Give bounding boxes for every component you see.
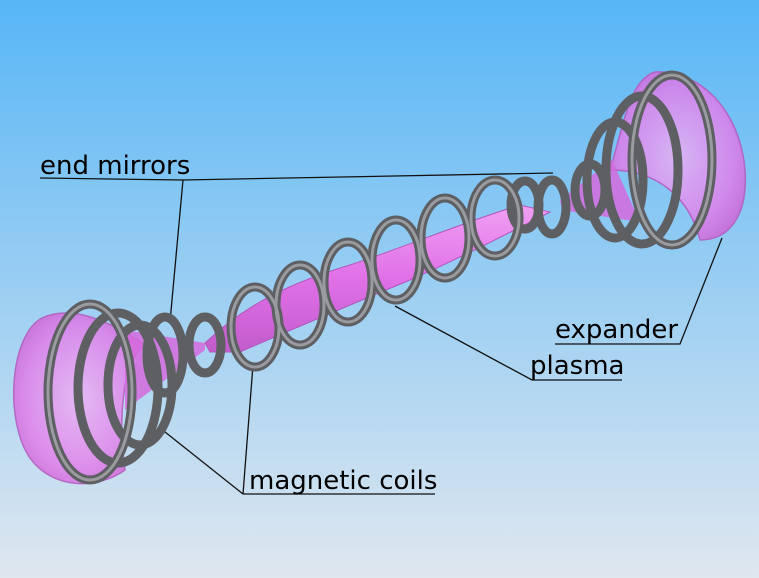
coil-highlight: [370, 218, 422, 302]
leader-line-end-mirrors-right: [182, 172, 554, 181]
coil: [184, 312, 226, 378]
leader-lines: [39, 172, 723, 495]
coil-highlights: [46, 73, 714, 482]
leader-line-plasma: [394, 305, 622, 381]
coil-highlight: [46, 302, 134, 482]
label-expander: expander: [555, 315, 678, 345]
coil-highlight: [419, 196, 471, 280]
coil: [533, 175, 571, 239]
label-end-mirrors: end mirrors: [40, 151, 190, 181]
left-mirror-coils: [142, 312, 226, 398]
coils: [43, 70, 717, 485]
coil-highlight: [469, 178, 521, 258]
coil-highlight: [630, 73, 714, 247]
leader-line-expander: [555, 237, 723, 345]
label-magnetic-coils: magnetic coils: [249, 466, 437, 496]
label-plasma: plasma: [530, 351, 624, 381]
coil-highlight: [322, 240, 374, 324]
leader-line-magnetic-coils-right: [242, 364, 254, 495]
coil: [142, 312, 188, 398]
coil-highlight: [274, 263, 326, 347]
